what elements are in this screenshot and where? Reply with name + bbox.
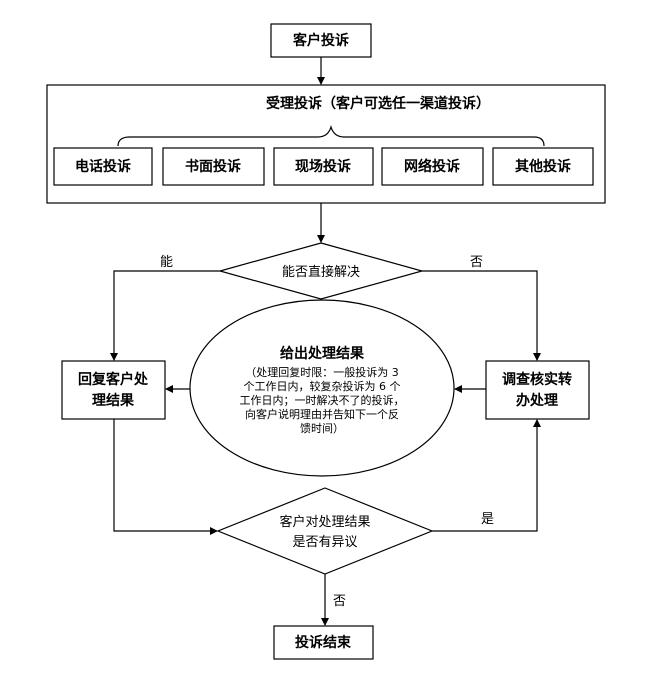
result-detail-line2: 个工作日内，较复杂投诉为 6 个 [244, 379, 401, 393]
decision-direct-diamond [217, 242, 425, 300]
channel-label-written: 书面投诉 [185, 158, 241, 175]
arrow-no-to-investigate [422, 270, 541, 361]
channel-label-online: 网络投诉 [404, 158, 460, 175]
arrow-yes-to-investigate [432, 419, 541, 532]
result-detail-line3: 工作日内；一时解决不了的投诉， [240, 393, 405, 407]
channel-box-online [381, 147, 484, 186]
channel-brace [117, 124, 545, 147]
channel-label-onsite: 现场投诉 [295, 158, 351, 175]
decision-objection-line1: 客户对处理结果 [279, 514, 370, 530]
investigate-label-line1: 调查核实转 [502, 371, 572, 388]
edge-label-no-objection: 否 [333, 594, 346, 609]
edge-label-no-direct: 否 [470, 255, 483, 270]
channel-label-other: 其他投诉 [515, 158, 571, 175]
decision-objection-line2: 是否有异议 [292, 535, 357, 550]
end-label: 投诉结束 [295, 634, 352, 651]
edge-label-yes-direct: 能 [160, 255, 173, 270]
decision-objection-diamond [216, 487, 434, 575]
result-detail-line1: （处理回复时限：一般投诉为 3 [245, 365, 399, 379]
investigate-label-line2: 办处理 [516, 392, 558, 409]
start-label: 客户投诉 [292, 32, 349, 49]
result-detail-line4: 向客户说明理由并告知下一个反 [245, 407, 399, 421]
result-detail-line5: 馈时间） [300, 422, 344, 435]
investigate-box [485, 360, 590, 420]
reply-box [61, 360, 166, 420]
reply-label-line2: 理结果 [92, 392, 135, 409]
result-title: 给出处理结果 [280, 345, 365, 362]
reply-label-line1: 回复客户处 [78, 371, 149, 388]
edge-label-yes-objection: 是 [481, 512, 494, 527]
channel-box-written [162, 147, 265, 186]
channel-box-phone [53, 147, 153, 186]
channel-box-other [492, 147, 594, 186]
arrow-yes-to-reply [110, 270, 220, 361]
decision-direct-label: 能否直接解决 [282, 264, 360, 280]
start-box [270, 23, 372, 58]
arrow-reply-to-objection [113, 419, 218, 535]
channel-label-phone: 电话投诉 [75, 158, 131, 175]
channel-box-onsite [273, 147, 374, 186]
channel-title: 受理投诉（客户可选任一渠道投诉） [266, 95, 490, 112]
end-box [273, 625, 374, 660]
